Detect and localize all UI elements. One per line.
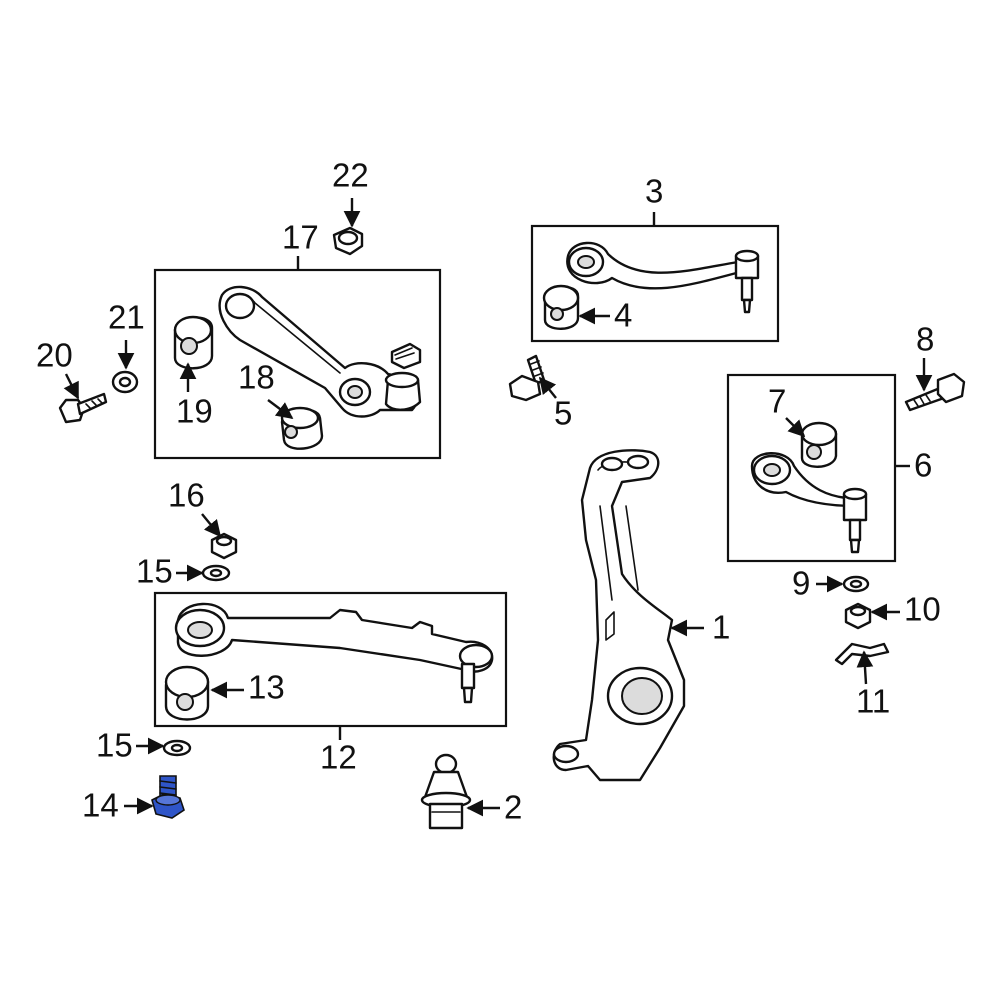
clip-11[interactable] — [834, 642, 890, 666]
callout-19: 19 — [176, 393, 213, 430]
nut-22[interactable] — [332, 226, 364, 256]
bolt-8[interactable] — [904, 372, 966, 412]
callout-9: 9 — [792, 565, 810, 602]
bushing-18[interactable] — [280, 406, 324, 450]
callout-16: 16 — [168, 477, 205, 514]
callout-12: 12 — [320, 739, 357, 776]
lower-rear-control-arm[interactable] — [218, 285, 422, 418]
callout-numbers: 1 2 3 4 5 6 7 8 9 10 11 12 13 14 15 15 1… — [36, 157, 941, 826]
callout-10: 10 — [904, 591, 941, 628]
washer-9[interactable] — [842, 575, 870, 593]
callout-15-upper: 15 — [136, 553, 173, 590]
lower-front-control-arm[interactable] — [174, 602, 494, 704]
washer-15-upper[interactable] — [201, 564, 231, 582]
lower-front-arm-group-box — [153, 591, 508, 728]
callout-7: 7 — [768, 383, 786, 420]
bolt-14[interactable] — [151, 775, 185, 819]
bushing-4[interactable] — [542, 284, 580, 330]
callout-15-lower: 15 — [96, 727, 133, 764]
callout-1: 1 — [712, 609, 730, 646]
upper-front-control-arm[interactable] — [566, 241, 760, 314]
callout-4: 4 — [614, 297, 632, 334]
callout-22: 22 — [332, 157, 369, 194]
callout-11: 11 — [856, 683, 890, 720]
washer-15-lower[interactable] — [162, 739, 192, 757]
callout-18: 18 — [238, 359, 275, 396]
callout-8: 8 — [916, 321, 934, 358]
arrow-5 — [538, 376, 557, 399]
callout-13: 13 — [248, 669, 285, 706]
arrow-11 — [856, 650, 874, 685]
arrow-20 — [63, 373, 80, 400]
bushing-19[interactable] — [173, 315, 214, 370]
leader-arrows — [63, 198, 933, 817]
callout-20: 20 — [36, 337, 73, 374]
nut-10[interactable] — [844, 602, 872, 630]
steering-knuckle[interactable] — [552, 449, 686, 782]
bolt-20[interactable] — [58, 392, 108, 424]
upper-rear-control-arm[interactable] — [750, 452, 868, 554]
callout-21: 21 — [108, 299, 145, 336]
callout-3: 3 — [645, 173, 663, 210]
callout-6: 6 — [914, 447, 932, 484]
callout-14: 14 — [82, 787, 119, 824]
upper-rear-arm-group-box — [726, 373, 897, 563]
ball-joint[interactable] — [420, 753, 472, 830]
callout-5: 5 — [554, 395, 572, 432]
arrow-18 — [267, 399, 294, 420]
bolt-5[interactable] — [508, 354, 546, 402]
nut-16[interactable] — [210, 532, 238, 560]
washer-21[interactable] — [111, 370, 139, 394]
arrow-7 — [785, 417, 806, 438]
callout-17: 17 — [282, 219, 319, 256]
callout-2: 2 — [504, 789, 522, 826]
arrow-16 — [201, 513, 222, 538]
bushing-7[interactable] — [800, 421, 838, 468]
bushing-13[interactable] — [164, 665, 210, 721]
